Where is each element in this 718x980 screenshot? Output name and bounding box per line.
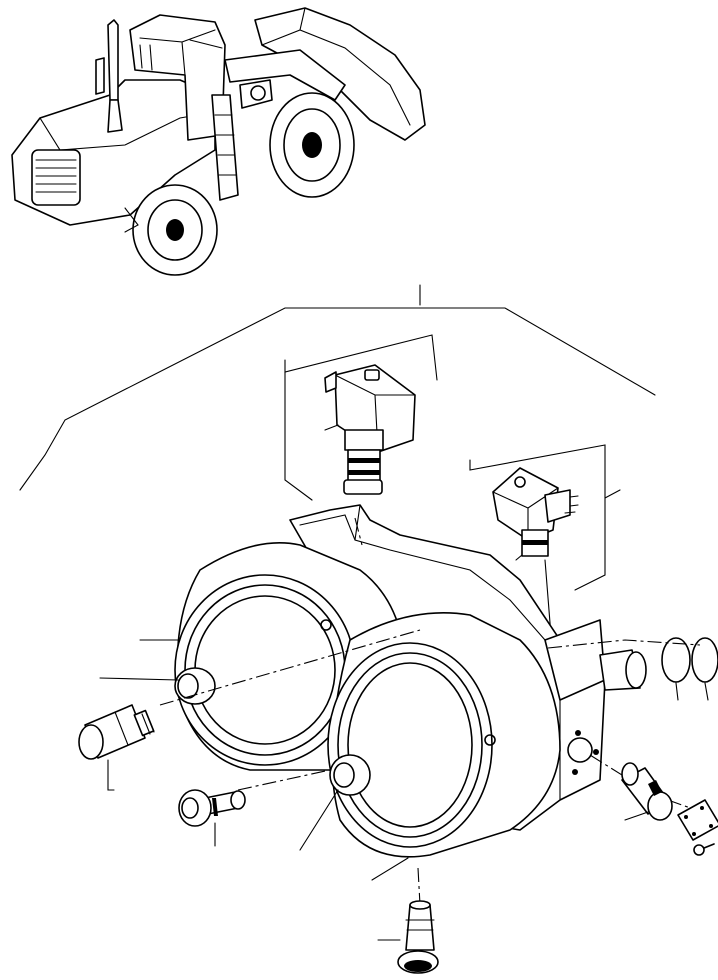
leader-lines: [99, 424, 709, 941]
fitting-icon: [178, 789, 246, 827]
center-lines: [159, 517, 711, 906]
seal-ring-icon: [661, 637, 718, 683]
connector-icon: [397, 900, 439, 974]
assembly-bracket: [19, 284, 656, 591]
relief-plug-icon: [78, 704, 155, 760]
solenoid-valve-upper-icon: [324, 364, 416, 495]
bolt-icon: [693, 843, 715, 856]
right-accumulator-icon: [327, 612, 561, 858]
wheel-loader-locator-icon: [11, 7, 426, 276]
cover-plate-icon: [677, 799, 718, 841]
connector-icon-right: [621, 762, 673, 821]
